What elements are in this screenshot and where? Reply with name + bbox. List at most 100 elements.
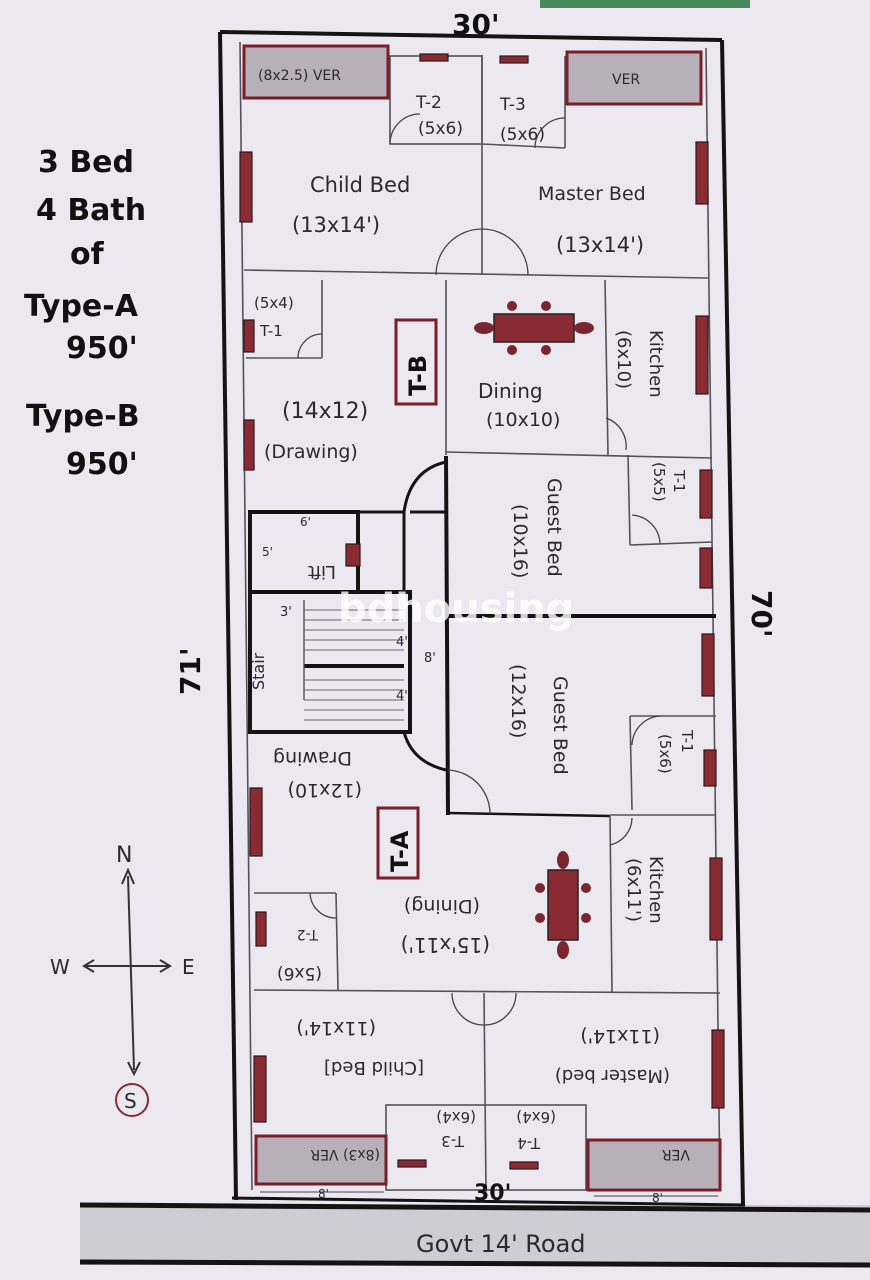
room-dining-b-size: (10x10) (486, 409, 560, 431)
guest-a-bottom (447, 811, 611, 818)
room-t1-b2: T-1 (670, 469, 688, 493)
core-curve-bottom (402, 731, 447, 772)
stair-core (248, 590, 412, 734)
compass-n: N (116, 843, 132, 868)
room-kitchen-b-size: (6x10) (613, 330, 634, 389)
room-t4-a-size: (6x4) (516, 1108, 556, 1126)
room-master-bed-a: (Master bed) (555, 1065, 670, 1086)
room-t3-a: T-3 (441, 1132, 465, 1150)
room-t3-a-size: (6x4) (436, 1108, 476, 1126)
room-lift: Lift (308, 561, 336, 582)
room-t1-b-size: (5x4) (254, 294, 294, 312)
compass-rose (82, 867, 172, 1117)
room-lift-d: 5' (262, 545, 273, 559)
room-child-bed-a-size: (11x14') (296, 1017, 376, 1039)
room-child-bed-top-size: (13x14') (292, 213, 380, 237)
stair-dim-1: 4' (396, 635, 408, 650)
room-lift-w: 6' (300, 515, 311, 529)
room-t2-top-size: (5x6) (418, 119, 463, 139)
inner-boundary-left (239, 41, 253, 1191)
type-a-tag-box (376, 806, 420, 880)
room-drawing-b-size: (14x12) (282, 399, 368, 424)
room-guest-bed-b-size: (10x16) (509, 504, 531, 578)
windows (239, 53, 725, 1170)
room-drawing-a-size: (12x10) (288, 779, 362, 801)
outer-wall-bottom (231, 1196, 746, 1207)
room-kitchen-a: Kitchen (645, 856, 666, 924)
legend-line-3: of (70, 237, 105, 272)
t1-b2-left (627, 454, 631, 546)
room-t3-top: T-3 (499, 95, 526, 115)
room-guest-bed-a-size: (12x16) (507, 664, 529, 738)
room-ver-top-left: (8x2.5) VER (258, 68, 341, 84)
room-t1-b2-size: (5x5) (650, 462, 668, 502)
dining-table-b (474, 301, 594, 355)
road-label: Govt 14' Road (416, 1230, 586, 1258)
partition-lower-center (483, 992, 487, 1193)
road-band (80, 1205, 870, 1265)
room-drawing-b: (Drawing) (264, 441, 358, 463)
guest-b-top (445, 451, 713, 459)
room-ver-top-right: VER (612, 72, 640, 88)
room-ver-bottom-right: VER (662, 1146, 690, 1162)
unit-divider-vertical (444, 455, 450, 816)
legend-line-7: 950' (66, 447, 138, 482)
veranda-bottom-right (586, 1138, 722, 1192)
legend-line-6: Type-B (26, 399, 140, 434)
room-ver-bottom-left: (8x3) VER (310, 1146, 380, 1162)
room-kitchen-a-size: (6x11') (623, 858, 644, 922)
room-master-bed-a-size: (11x14') (580, 1025, 660, 1047)
veranda-top-left (242, 44, 390, 100)
room-dining-a-size: (15'x11') (401, 933, 490, 957)
outer-wall-left (218, 31, 238, 1201)
room-t2-top: T-2 (415, 93, 442, 113)
dimension-left: 71' (174, 647, 207, 695)
room-child-bed-top: Child Bed (310, 173, 410, 197)
room-t2-a-size: (5x6) (277, 963, 322, 983)
room-t1-a-size: (5x6) (656, 734, 674, 774)
kitchen-b-left (604, 279, 609, 456)
room-guest-bed-b: Guest Bed (543, 478, 565, 577)
t3-bottom (481, 143, 566, 149)
room-guest-bed-a: Guest Bed (549, 676, 571, 775)
dimension-right: 70' (745, 590, 778, 638)
dining-table-a (535, 851, 591, 959)
t1-b2-bottom (629, 541, 713, 546)
dimension-bottom: 30' (474, 1181, 511, 1206)
stair-dim-3: 8' (424, 651, 436, 666)
dimension-top: 30' (452, 8, 500, 41)
road-edge-bottom (79, 1259, 870, 1268)
type-a-tag: T-A (386, 830, 414, 872)
ver-dim-left: 8' (318, 1187, 329, 1201)
veranda-top-right (565, 50, 703, 106)
top-edge-strip (540, 0, 750, 8)
t1-a-left (629, 715, 633, 811)
legend-line-2: 4 Bath (36, 193, 146, 228)
room-stair: Stair (249, 652, 268, 690)
room-t4-a: T-4 (517, 1134, 541, 1152)
partition-lower-beds (253, 989, 721, 994)
room-dining-b: Dining (478, 379, 543, 403)
room-t2-a: T-2 (297, 926, 319, 942)
room-t1-a: T-1 (678, 729, 696, 753)
outer-wall-top (219, 30, 723, 42)
compass-w: W (50, 955, 70, 979)
room-t3-top-size: (5x6) (500, 125, 545, 145)
room-child-bed-a: [Child Bed] (324, 1057, 424, 1078)
t2-a-right (335, 892, 339, 991)
stair-treads (304, 609, 404, 721)
partition-upper-beds (243, 269, 709, 279)
watermark: bdhousing (338, 586, 574, 632)
room-dining-a: (Dining) (404, 895, 480, 917)
stair-dim-4: 3' (280, 605, 292, 620)
legend-line-5: 950' (66, 331, 138, 366)
room-kitchen-b: Kitchen (645, 330, 666, 398)
room-drawing-a: Drawing (273, 747, 352, 769)
room-master-bed-top: Master Bed (538, 183, 646, 205)
ver-dim-right: 8' (652, 1191, 663, 1205)
core-curve-top (402, 460, 447, 513)
legend-line-1: 3 Bed (38, 145, 134, 180)
veranda-bottom-left (254, 1134, 388, 1186)
